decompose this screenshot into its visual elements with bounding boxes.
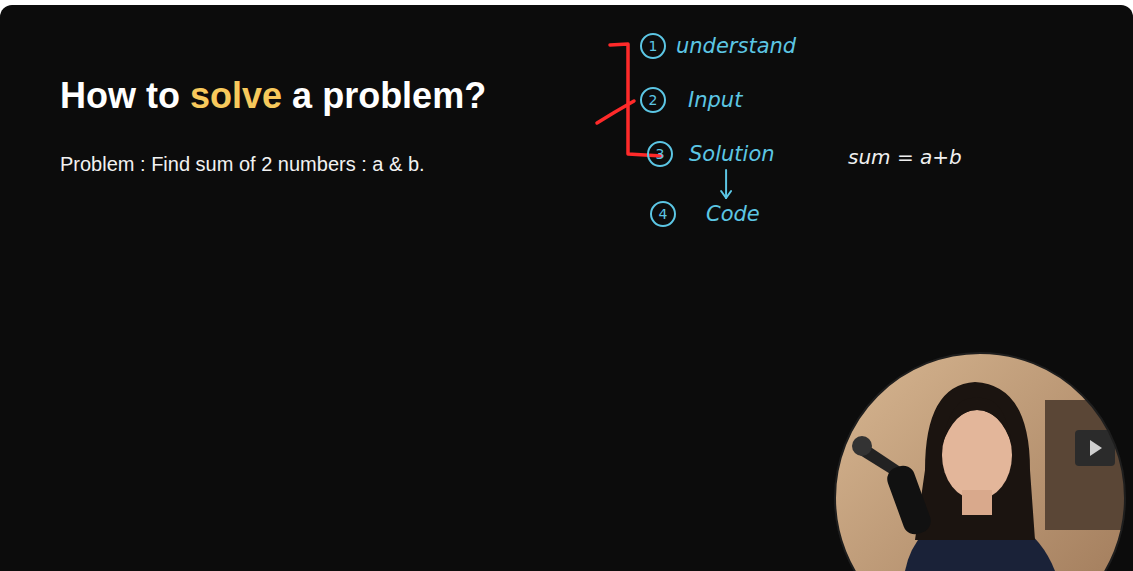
connector-stroke (721, 191, 726, 198)
slide-title: How to solve a problem? (60, 75, 486, 117)
webcam-border (835, 353, 1125, 571)
numbered-step: 3 Solution (647, 141, 775, 167)
title-word: solve (190, 75, 282, 116)
step-number-circle: 4 (650, 201, 676, 227)
step-word: understand (676, 34, 796, 58)
title-word: problem? (322, 75, 486, 116)
step-number-circle: 2 (640, 87, 666, 113)
formula-note: sum = a+b (848, 145, 962, 169)
title-word: How (60, 75, 136, 116)
step-word: Code (706, 202, 760, 226)
numbered-step: 4 Code (650, 201, 760, 227)
title-word: to (146, 75, 180, 116)
connector-stroke (725, 170, 727, 198)
title-word: a (292, 75, 312, 116)
webcam-figure (830, 350, 1130, 571)
step-number-circle: 1 (640, 33, 666, 59)
down-arrow (721, 170, 731, 198)
step-number-circle: 3 (647, 141, 673, 167)
connector-stroke (726, 191, 731, 198)
step-word: Input (688, 88, 742, 112)
numbered-step: 2 Input (640, 87, 742, 113)
step-word: Solution (689, 142, 775, 166)
chalkboard: Problem : Find sum of 2 numbers : a & b.… (0, 5, 1133, 571)
problem-statement: Problem : Find sum of 2 numbers : a & b. (60, 153, 425, 176)
numbered-step: 1 understand (640, 33, 796, 59)
